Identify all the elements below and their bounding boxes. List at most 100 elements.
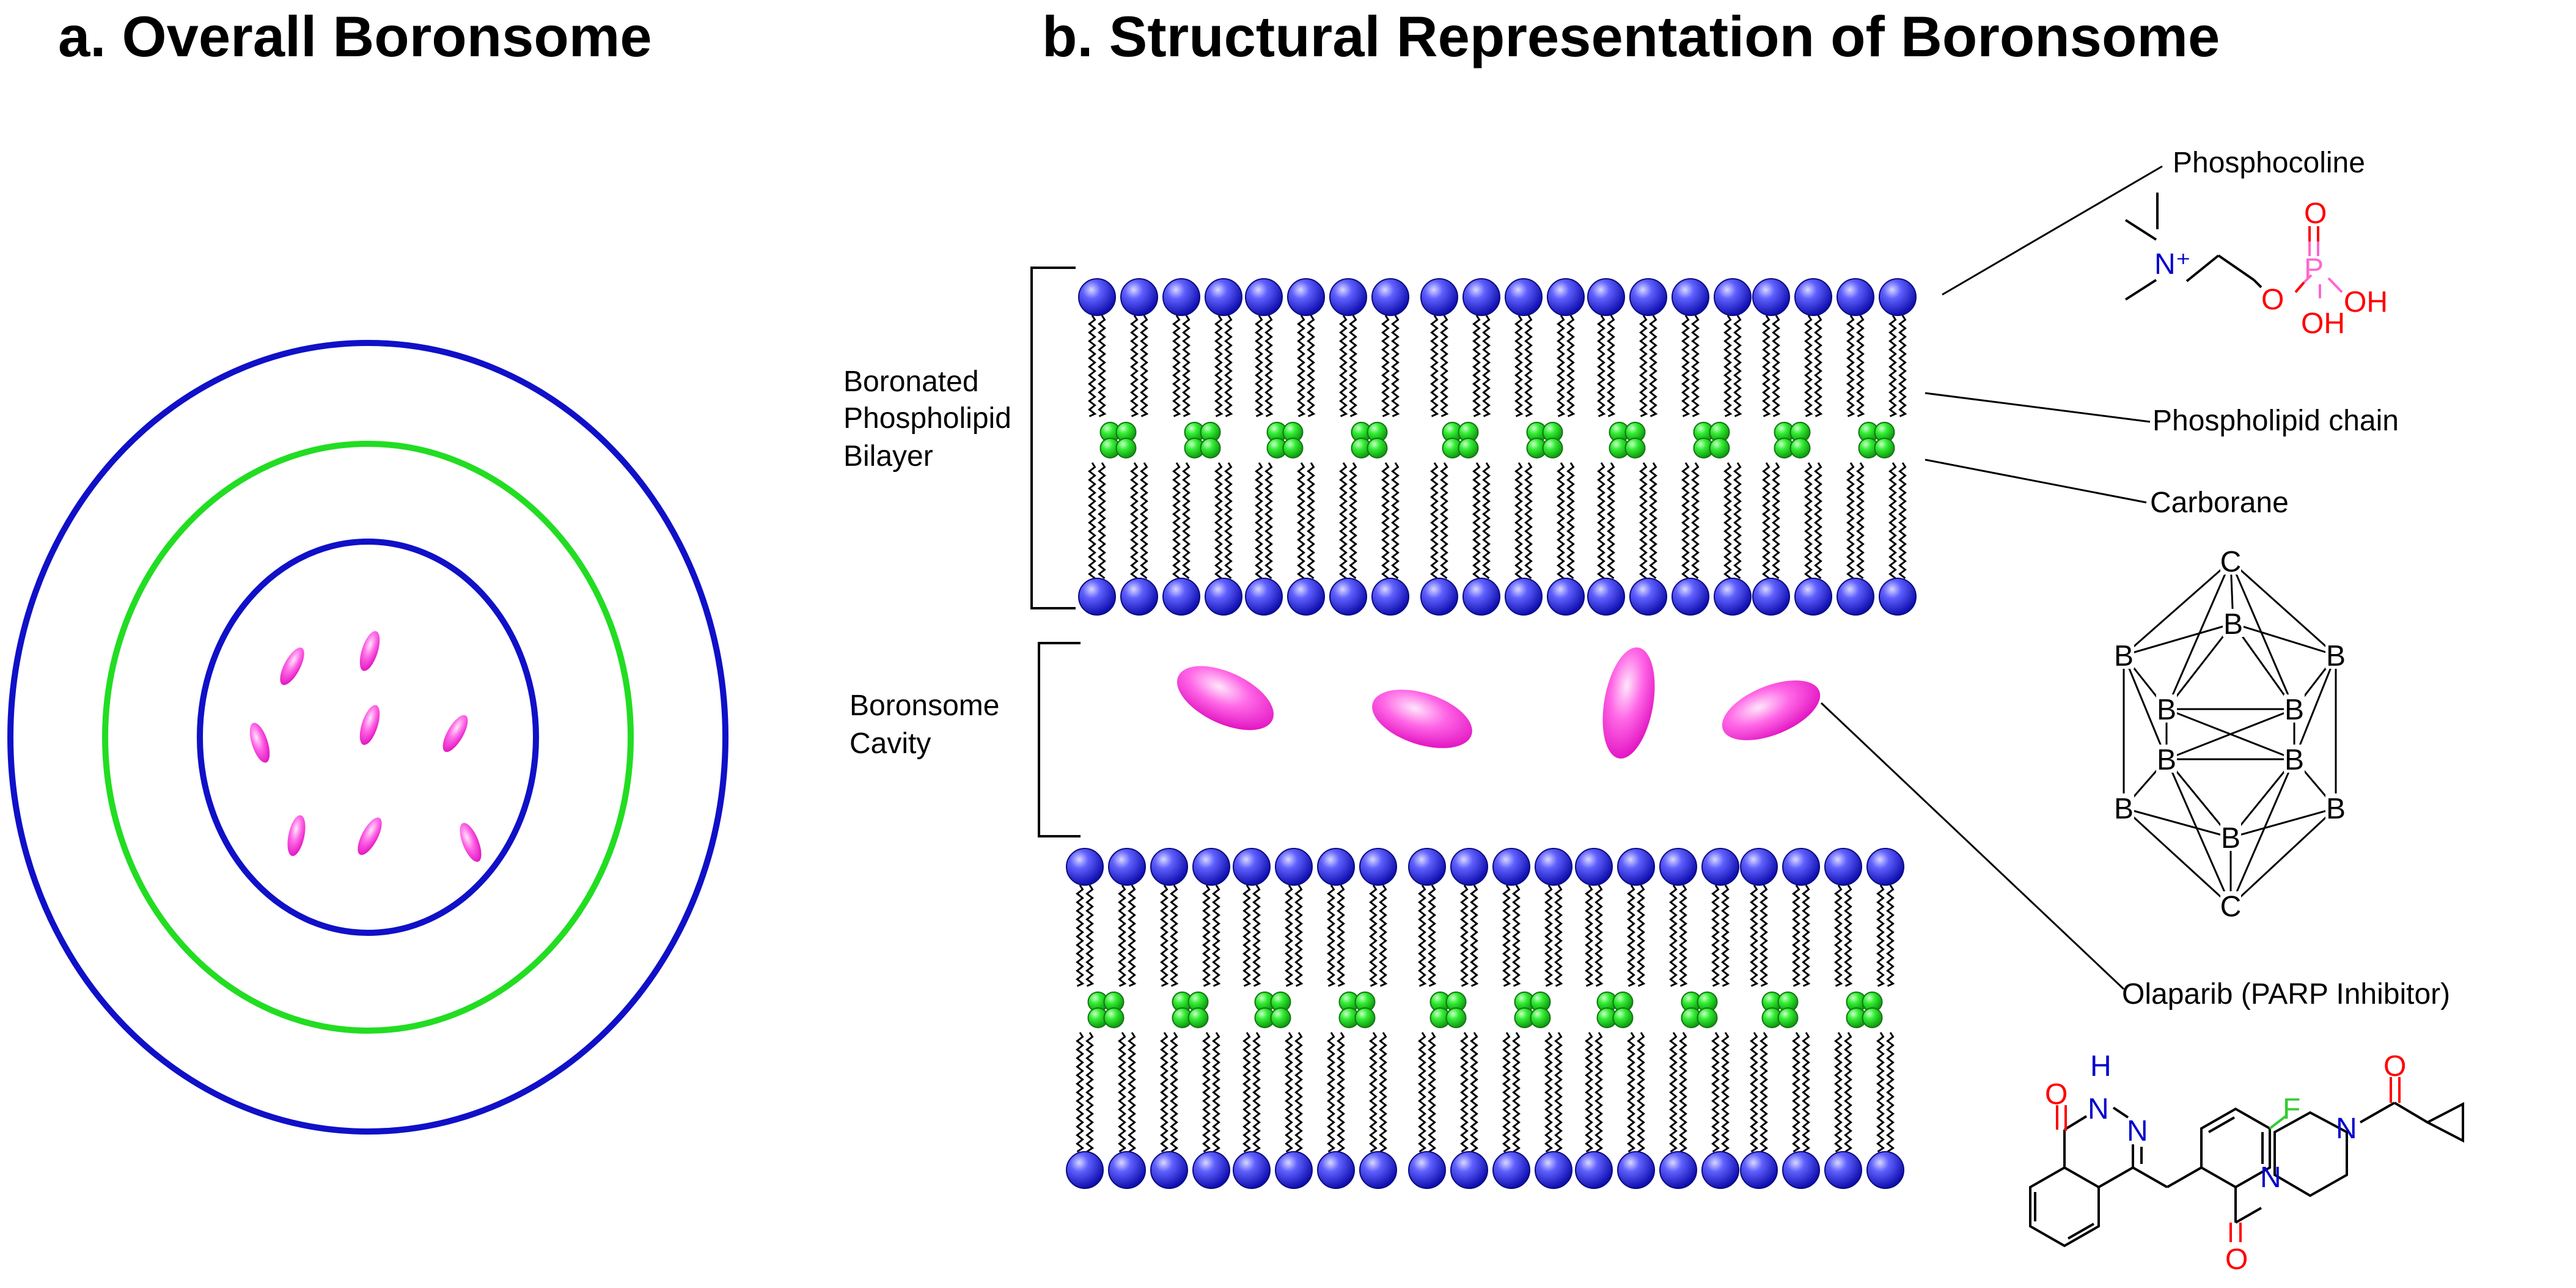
lipid-tail (1639, 462, 1648, 580)
carborane-bond (2123, 655, 2168, 760)
phospholipid-head (1492, 1151, 1530, 1189)
phospholipid-head (1162, 278, 1200, 316)
olaparib-leader (1820, 702, 2125, 990)
lipid-tail (1349, 462, 1357, 580)
carborane-ball (1612, 1007, 1634, 1028)
phospholipid-head (1671, 278, 1709, 316)
lipid-tail (1088, 462, 1096, 580)
phospholipid-head (1879, 578, 1917, 616)
lipid-tail (1554, 885, 1563, 987)
carborane-atom: C (2220, 891, 2242, 923)
carborane-atom: B (2326, 793, 2346, 825)
lipid-tail (1255, 315, 1264, 418)
carborane-ball (1354, 1007, 1376, 1028)
lipid-tail (1294, 1032, 1304, 1153)
lipid-tail (1098, 462, 1106, 580)
lipid-tail (1160, 1032, 1169, 1153)
phospholipid-head (1837, 278, 1874, 316)
lipid-tail (1264, 462, 1273, 580)
olaparib-f: F (2283, 1093, 2300, 1125)
lipid-tail (1649, 315, 1658, 418)
phospholipid-head (1420, 578, 1458, 616)
drug-molecule (442, 715, 468, 753)
phosphocoline-leader (1942, 165, 2163, 296)
lipid-tail (1285, 1032, 1294, 1153)
carborane-atom-bg (2284, 745, 2305, 773)
carborane-atom: B (2221, 822, 2240, 855)
carborane-ball (1270, 1007, 1291, 1028)
upper-bilayer (1078, 278, 1917, 616)
lipid-tail (1140, 315, 1149, 418)
carborane-bond (2123, 807, 2232, 907)
bilayer-bracket (1030, 267, 1076, 609)
lipid-tail (1760, 885, 1769, 987)
lipid-tail (1856, 462, 1865, 580)
lipid-tail (1214, 315, 1224, 418)
lipid-tail (1369, 885, 1378, 987)
phospholipid-head (1120, 278, 1158, 316)
phosphocoline-o-double: O (2304, 197, 2327, 230)
lipid-tail (1076, 1032, 1085, 1153)
lipid-tail (1691, 315, 1700, 418)
carborane-bond (2229, 560, 2337, 657)
phospholipid-head (1782, 1151, 1820, 1189)
lipid-tail (1721, 885, 1730, 987)
carborane-ball (1187, 1007, 1209, 1028)
lipid-tail (1212, 1032, 1221, 1153)
lipid-tail (1814, 462, 1822, 580)
carborane-bond (2166, 708, 2295, 760)
lipid-tail (1733, 462, 1742, 580)
lipid-tail (1088, 315, 1097, 418)
carborane-atom: B (2223, 608, 2243, 641)
carborane-ball (1862, 1007, 1883, 1028)
phospholipid-head (1617, 1151, 1655, 1189)
lipid-tail (1846, 315, 1855, 418)
carborane-ball (1103, 1007, 1125, 1028)
phospholipid-head (1245, 578, 1283, 616)
olaparib-label: Olaparib (PARP Inhibitor) (2122, 978, 2450, 1010)
phospholipid-head (1371, 278, 1409, 316)
phospholipid-head (1740, 848, 1778, 886)
carborane-bond (2229, 807, 2337, 907)
carborane-ball (1530, 1007, 1551, 1028)
lipid-tail (1170, 1032, 1179, 1153)
phospholipid-head (1408, 1151, 1446, 1189)
lipid-tail (1762, 462, 1771, 580)
lipid-tail (1224, 315, 1233, 418)
carborane-ball (1697, 1007, 1718, 1028)
olaparib-o-1: O (2045, 1078, 2068, 1111)
lipid-tail (1597, 462, 1605, 580)
lipid-tail (1470, 1032, 1479, 1153)
phospholipid-head (1066, 848, 1104, 886)
drug-molecule (287, 815, 306, 856)
carborane-bond (2230, 807, 2336, 839)
lipid-tail (1514, 462, 1523, 580)
carborane-atom: B (2157, 744, 2176, 776)
carborane-bond (2229, 759, 2295, 907)
panel-a-title: a. Overall Boronsome (58, 4, 652, 68)
phospholipid-head (1535, 1151, 1572, 1189)
phospholipid-head (1824, 1151, 1862, 1189)
lipid-tail (1627, 1032, 1636, 1153)
lipid-tail (1886, 1032, 1895, 1153)
phospholipid-head (1233, 848, 1271, 886)
carborane-bond (2293, 655, 2337, 760)
lipid-tail (1098, 315, 1107, 418)
carborane-atom-bg (2113, 793, 2134, 822)
carborane-ball (1624, 438, 1646, 458)
phospholipid-head (1205, 278, 1242, 316)
drug-molecule (280, 647, 304, 685)
drug-molecule (359, 631, 380, 671)
lipid-tail (1502, 885, 1511, 987)
lipid-tail (1170, 885, 1179, 987)
phospholipid-head (1714, 578, 1752, 616)
phospholipid-head (1329, 278, 1367, 316)
lipid-tail (1182, 315, 1191, 418)
carborane-bond (2123, 807, 2231, 839)
drug-molecule (460, 823, 482, 862)
carborane-ball (1445, 1007, 1467, 1028)
lipid-tail (1856, 315, 1865, 418)
lipid-tail (1369, 1032, 1378, 1153)
lipid-tail (1294, 885, 1304, 987)
